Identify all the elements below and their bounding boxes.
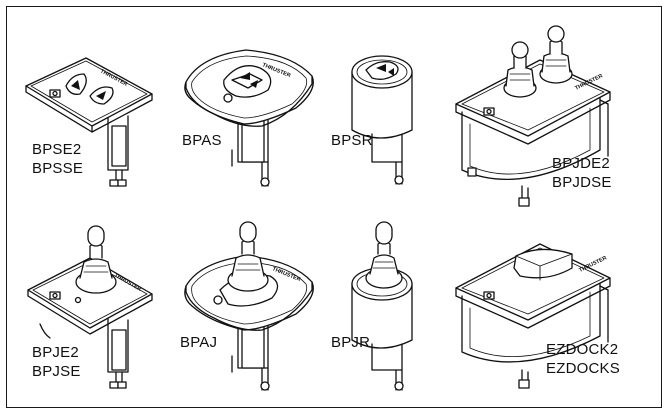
bpsr-panel-drawing [351,55,413,185]
bpse2-panel-drawing: THRUSTER [25,57,153,187]
bpjde2-panel-drawing: THRUSTER [455,25,611,207]
label-bpas: BPAS [182,132,222,149]
bpje2-panel-drawing: THRUSTER [27,225,153,389]
bpas-panel-drawing: THRUSTER [184,49,314,187]
label-bpaj: BPAJ [180,334,218,351]
bpaj-panel-drawing: THRUSTER [184,221,314,391]
label-bpsr: BPSR [331,132,373,149]
bpjr-panel-drawing [351,221,413,391]
ezdock2-panel-drawing: THRUSTER [455,243,611,389]
label-bpjr: BPJR [331,334,371,351]
